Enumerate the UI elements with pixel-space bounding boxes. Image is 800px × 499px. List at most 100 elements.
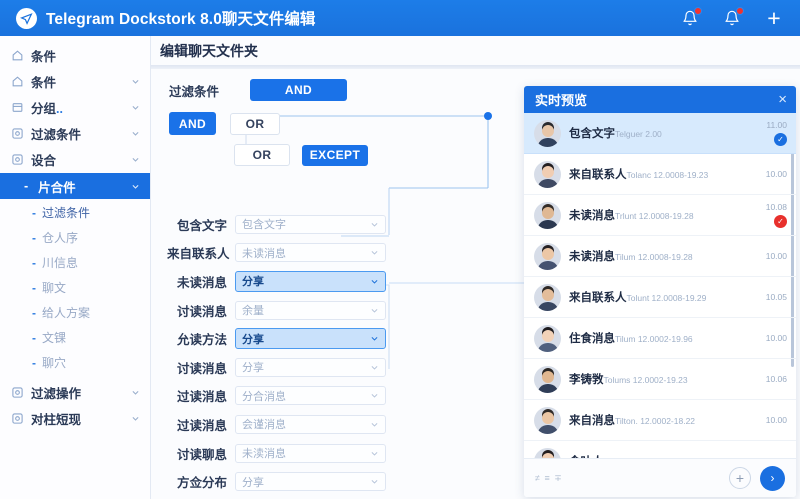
preview-name-6: 李铸敩: [569, 374, 604, 386]
sidebar-item-1[interactable]: 条件: [0, 68, 150, 94]
chevron-down-icon-4[interactable]: [131, 155, 140, 164]
gear-icon-1: [11, 127, 24, 140]
preview-text-2: 未读消息Trlunt 12.0008-19.28: [569, 206, 758, 224]
sidebar-item-0[interactable]: 条件: [0, 42, 150, 68]
filter-field-select-1[interactable]: 未读消息: [235, 243, 386, 263]
preview-subtitle-6: Tolums 12.0002-19.23: [603, 375, 688, 385]
box-icon: [11, 101, 24, 114]
filter-field-select-6[interactable]: 分合消息: [235, 386, 386, 406]
next-step-button[interactable]: ›: [760, 465, 785, 491]
sidebar: 条件 条件 分组.. 过滤条件: [0, 36, 151, 499]
sidebar-subitem-4[interactable]: - 给人方案: [0, 300, 150, 325]
preview-chat-item-6[interactable]: 李铸敩Tolums 12.0002-19.23 10.06: [524, 359, 796, 400]
chevron-down-icon-6[interactable]: [131, 414, 140, 423]
filter-field-select-4[interactable]: 分享: [235, 328, 386, 350]
chevron-down-icon: [370, 334, 379, 343]
sidebar-subitem-5[interactable]: - 文锞: [0, 325, 150, 350]
sidebar-item-label-active: 片合件: [38, 180, 76, 195]
chevron-down-icon-3[interactable]: [131, 129, 140, 138]
preview-meta-5: 10.00: [766, 333, 787, 343]
preview-time-1: 10.00: [765, 169, 787, 179]
filter-field-row-4: 允读方法分享: [151, 324, 551, 353]
filter-field-select-7[interactable]: 会谨消息: [235, 414, 386, 434]
notification-bell-icon-2[interactable]: [722, 7, 744, 28]
sidebar-subitem-label-0: 过滤条件: [42, 206, 91, 220]
sidebar-subitem-6[interactable]: - 聊穴: [0, 350, 150, 375]
preview-chat-item-5[interactable]: 住食消息Tilum 12.0002-19.96 10.00: [524, 318, 796, 359]
preview-subtitle-7: Tilton. 12.0002-18.22: [615, 416, 696, 426]
filter-field-row-8: 讨读聊息未渎消息: [151, 439, 551, 468]
or-second-button[interactable]: OR: [234, 144, 290, 166]
sidebar-subitem-0[interactable]: - 过滤条件: [0, 200, 150, 225]
filter-field-value-0: 包含文字: [242, 219, 286, 232]
page-header: 编辑聊天文件夹: [151, 36, 800, 62]
avatar-4: [534, 283, 561, 311]
filter-condition-label: 过滤条件: [169, 84, 220, 99]
preview-header: 实时预览 ×: [524, 86, 796, 113]
sidebar-subitem-label-3: 聊文: [42, 281, 67, 295]
sidebar-item-columns[interactable]: 对柱短现: [0, 405, 150, 431]
sidebar-item-filter-ops[interactable]: 过滤操作: [0, 379, 150, 405]
sidebar-subitem-2[interactable]: - 川信息: [0, 250, 150, 275]
filter-field-value-6: 分合消息: [242, 390, 286, 403]
preview-footer: ≠ ≡ ∓ + ›: [524, 458, 796, 497]
preview-name-5: 住食消息: [569, 333, 615, 345]
filter-field-label-3: 讨读消息: [176, 304, 227, 319]
chevron-down-icon-2[interactable]: [131, 103, 140, 112]
add-chat-button[interactable]: +: [729, 467, 751, 489]
app-title: Telegram Dockstork 8.0聊天文件编辑: [46, 11, 316, 28]
logic-row-3: OR EXCEPT: [234, 144, 551, 166]
or-first-button[interactable]: OR: [230, 112, 280, 135]
chevron-down-icon-1[interactable]: [131, 77, 140, 86]
top-bar: Telegram Dockstork 8.0聊天文件编辑 +: [0, 0, 800, 36]
dash-icon-s3: -: [32, 280, 36, 295]
and-secondary-button[interactable]: AND: [169, 112, 216, 135]
chevron-down-icon-5[interactable]: [131, 388, 140, 397]
filter-field-label-7: 过读消息: [176, 418, 227, 433]
header-divider: [151, 65, 800, 69]
filter-field-row-2: 未读消息分享: [151, 267, 551, 296]
close-icon[interactable]: ×: [778, 91, 787, 108]
sidebar-item-4[interactable]: 设合: [0, 146, 150, 172]
filter-field-value-2: 分享: [242, 276, 264, 289]
preview-title: 实时预览: [535, 93, 588, 108]
preview-meta-6: 10.06: [766, 374, 787, 384]
filter-field-select-9[interactable]: 分享: [235, 472, 386, 492]
sidebar-item-label-3: 过滤条件: [31, 127, 82, 142]
filter-field-select-5[interactable]: 分享: [235, 357, 386, 377]
filter-field-select-0[interactable]: 包含文字: [235, 214, 386, 234]
filter-field-select-2[interactable]: 分享: [235, 270, 386, 292]
preview-scrollbar[interactable]: [791, 117, 794, 367]
chevron-down-icon-active[interactable]: [131, 182, 140, 191]
preview-text-5: 住食消息Tilum 12.0002-19.96: [569, 329, 758, 347]
notification-bell-icon[interactable]: [680, 7, 702, 28]
sidebar-subitem-3[interactable]: - 聊文: [0, 275, 150, 300]
sidebar-item-active[interactable]: - 片合件: [0, 173, 150, 199]
chevron-down-icon: [370, 277, 379, 286]
filter-field-select-3[interactable]: 余量: [235, 300, 386, 320]
preview-meta-0: 11.00✓: [766, 120, 787, 146]
except-button[interactable]: EXCEPT: [302, 144, 368, 166]
and-primary-button[interactable]: AND: [250, 79, 347, 101]
sidebar-item-3[interactable]: 过滤条件: [0, 120, 150, 146]
preview-time-7: 10.00: [765, 415, 787, 425]
filter-field-select-8[interactable]: 未渎消息: [235, 443, 386, 463]
filter-field-label-9: 方佥分布: [176, 476, 227, 491]
preview-name-0: 包含文字: [569, 128, 615, 140]
bell-badge-2: [736, 7, 744, 15]
sidebar-item-2[interactable]: 分组..: [0, 94, 150, 120]
preview-footer-buttons: + ›: [729, 465, 785, 491]
preview-chat-item-8[interactable]: 食叶人10.04: [524, 441, 796, 458]
sidebar-subitem-1[interactable]: - 仓人序: [0, 225, 150, 250]
filter-field-label-6: 过读消息: [176, 390, 227, 405]
add-icon[interactable]: +: [764, 7, 784, 30]
